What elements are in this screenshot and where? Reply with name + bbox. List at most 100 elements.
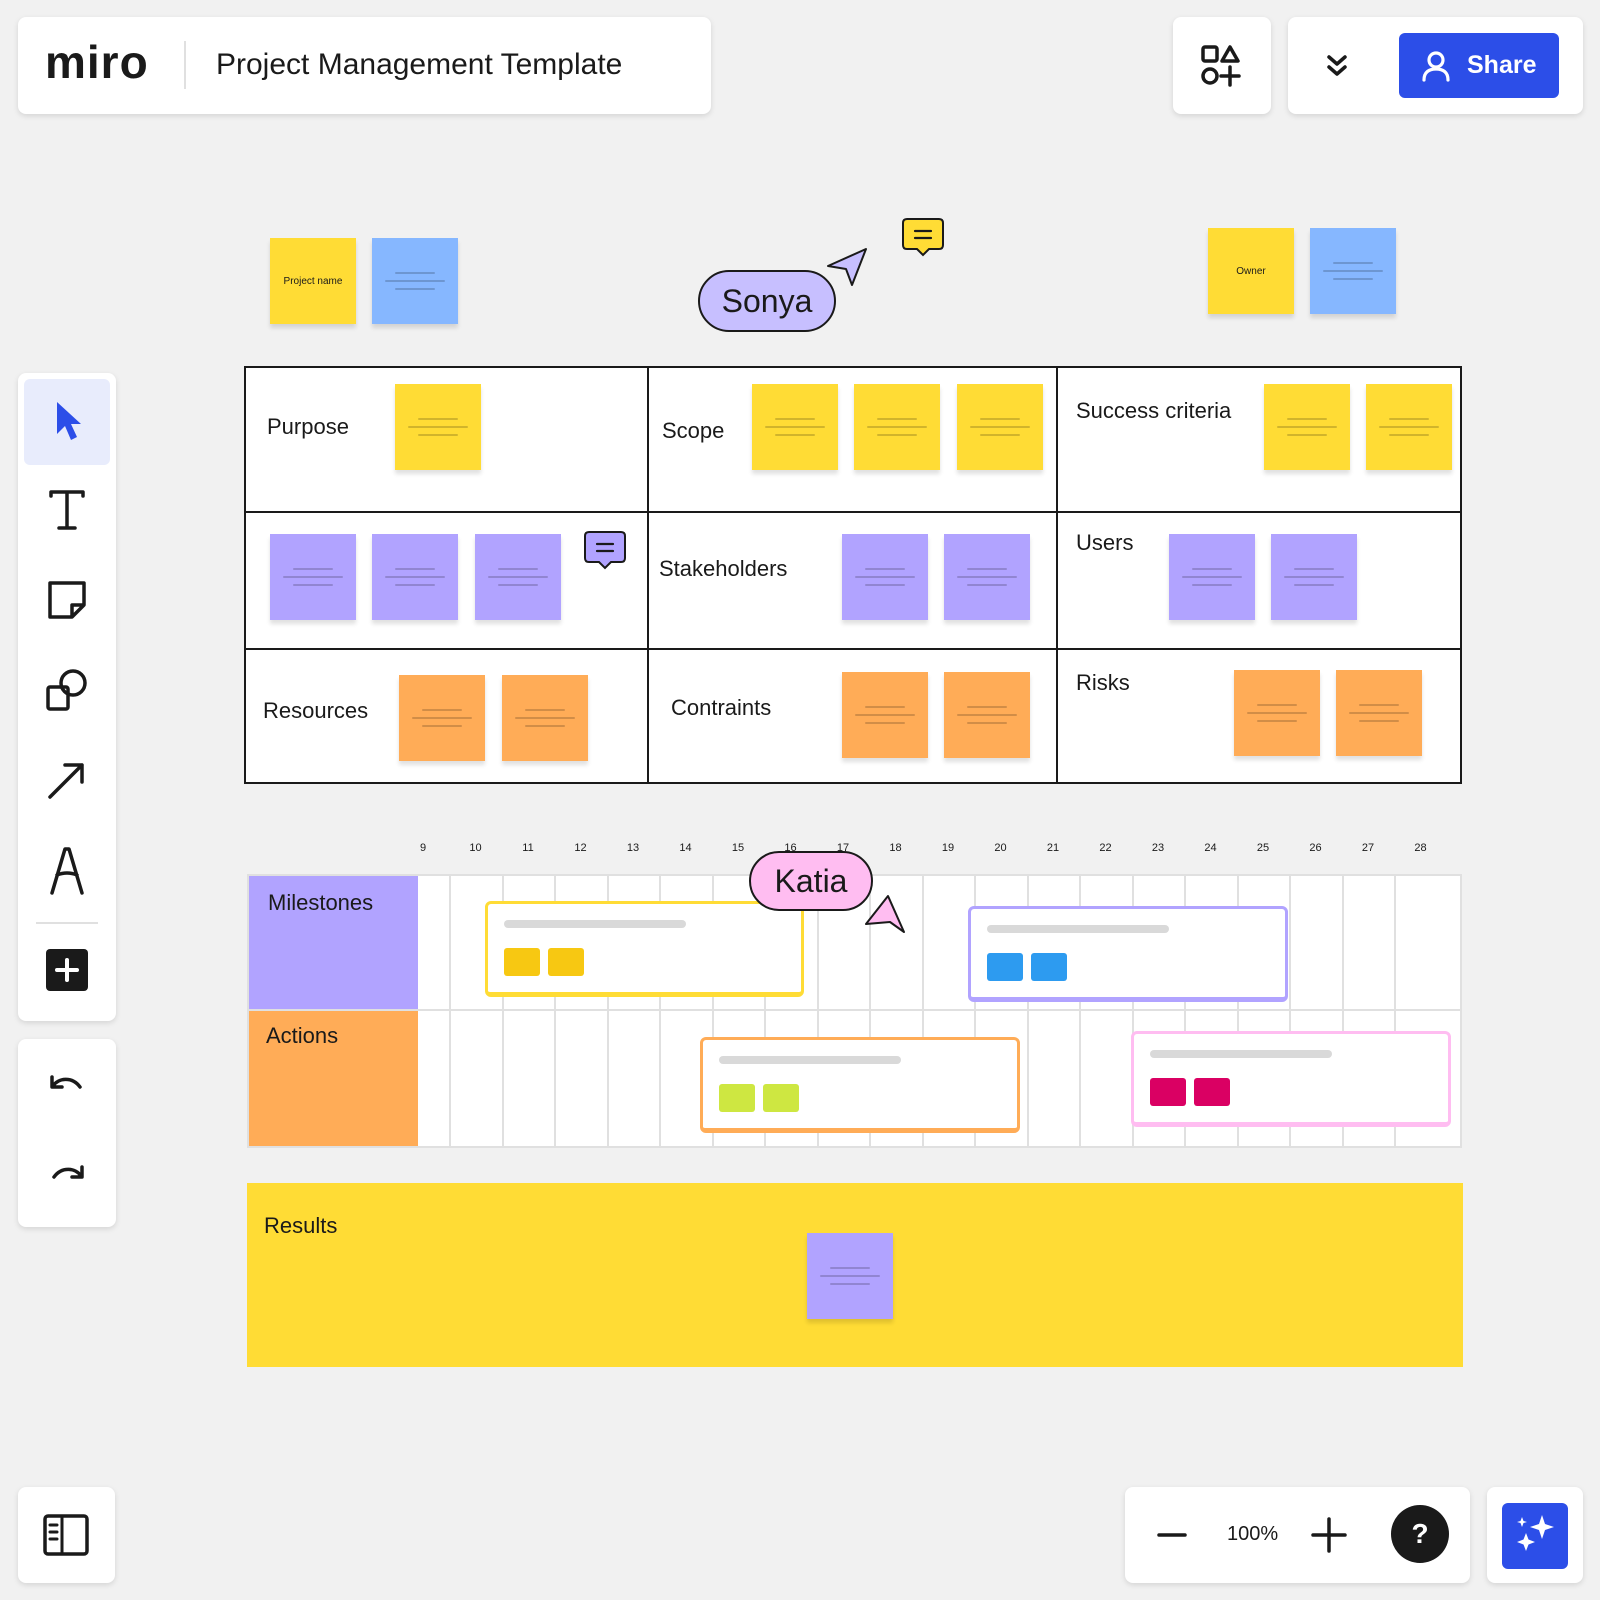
tag-chip [548,948,584,976]
share-panel: Share [1288,17,1583,114]
timeline-day-label: 11 [522,842,534,854]
success-criteria-sticky[interactable] [1366,384,1452,470]
shapes-tool[interactable] [24,649,110,735]
risks-sticky[interactable] [1336,670,1422,756]
tag-chip [504,948,540,976]
scope-sticky[interactable] [854,384,940,470]
placeholder-lines [1379,412,1439,442]
timeline-day-gridline [1394,874,1397,1148]
resources-sticky[interactable] [502,675,588,761]
collaborator-pointer-icon [826,245,868,287]
placeholder-lines [385,266,445,296]
tag-chip [1031,953,1067,981]
purpose-sticky[interactable] [395,384,481,470]
add-more-tools-button[interactable] [24,929,110,1015]
grid-vline [1056,368,1058,782]
placeholder-bar [1150,1050,1332,1058]
users-label: Users [1076,530,1134,555]
collaborator-name: Katia [774,862,848,899]
risks-sticky[interactable] [1234,670,1320,756]
ai-assistant-button[interactable] [1502,1503,1568,1569]
placeholder-lines [1277,412,1337,442]
sticky-note-icon [45,578,89,627]
timeline-day-gridline [1341,874,1344,1148]
tag-chip [719,1084,755,1112]
pen-tool[interactable] [24,829,110,915]
zoom-in-icon[interactable] [1311,1517,1347,1553]
text-tool[interactable] [24,469,110,555]
help-button[interactable]: ? [1391,1505,1449,1563]
timeline-row-divider [247,1009,1462,1011]
sparkles-icon [1512,1511,1558,1562]
timeline-day-label: 20 [994,842,1007,854]
connector-tool[interactable] [24,739,110,825]
timeline-day-gridline [501,874,504,1148]
results-sticky[interactable] [807,1233,893,1319]
zoom-level[interactable]: 100% [1227,1523,1279,1545]
resources-label: Resources [263,698,369,723]
sidebar-panel-icon [42,1512,90,1558]
timeline-day-gridline [449,874,452,1148]
board-title[interactable]: Project Management Template [216,48,623,81]
team-sticky[interactable] [270,534,356,620]
share-button[interactable]: Share [1399,33,1559,98]
placeholder-lines [515,703,575,733]
collaborator-cursor-sonya: Sonya [698,270,836,332]
resources-sticky[interactable] [399,675,485,761]
timeline-day-gridline [1289,874,1292,1148]
board-header: miro Project Management Template [18,17,711,114]
milestone-card[interactable] [968,906,1288,1002]
text-icon [45,488,89,537]
zoom-out-icon[interactable] [1157,1520,1187,1550]
timeline-day-label: 21 [1046,842,1060,854]
timeline-day-gridline [1184,874,1187,1148]
comment-icon[interactable] [901,217,945,259]
results-label: Results [264,1213,338,1238]
stakeholders-sticky[interactable] [842,534,928,620]
comment-icon[interactable] [583,530,627,572]
constraints-sticky[interactable] [944,672,1030,758]
miro-logo[interactable]: miro [45,36,149,88]
timeline-day-label: 25 [1256,842,1270,854]
team-sticky[interactable] [475,534,561,620]
timeline-day-gridline [816,874,819,1148]
undo-button[interactable] [24,1045,110,1131]
tag-chip [1194,1078,1230,1106]
placeholder-lines [855,562,915,592]
constraints-sticky[interactable] [842,672,928,758]
select-tool[interactable] [24,379,110,465]
double-chevron-down-icon[interactable] [1322,51,1352,81]
milestone-card[interactable] [485,901,804,997]
success-criteria-sticky[interactable] [1264,384,1350,470]
placeholder-lines [957,562,1017,592]
frames-panel-button[interactable] [18,1487,115,1583]
owner-sticky[interactable]: Owner [1208,228,1294,314]
stakeholders-sticky[interactable] [944,534,1030,620]
actions-label: Actions [266,1023,339,1048]
timeline-day-label: 27 [1361,842,1375,854]
users-sticky[interactable] [1271,534,1357,620]
project-info-sticky[interactable] [372,238,458,324]
placeholder-bar [987,925,1169,933]
team-sticky[interactable] [372,534,458,620]
scope-sticky[interactable] [752,384,838,470]
timeline-day-label: 10 [469,842,482,854]
timeline-day-label: 24 [1204,842,1217,854]
success-criteria-label: Success criteria [1076,398,1232,423]
project-name-sticky[interactable]: Project name [270,238,356,324]
share-label: Share [1467,51,1537,79]
users-sticky[interactable] [1169,534,1255,620]
owner-info-sticky[interactable] [1310,228,1396,314]
timeline-day-label: 13 [626,842,640,854]
sticky-note-tool[interactable] [24,559,110,645]
action-card[interactable] [1131,1031,1451,1127]
timeline-day-gridline [606,874,609,1148]
placeholder-lines [970,412,1030,442]
pen-icon [45,845,89,900]
shapes-icon[interactable] [1199,43,1245,89]
constraints-label: Contraints [671,695,772,720]
redo-button[interactable] [24,1135,110,1221]
action-card[interactable] [700,1037,1020,1133]
scope-sticky[interactable] [957,384,1043,470]
timeline-day-gridline [869,874,872,1148]
